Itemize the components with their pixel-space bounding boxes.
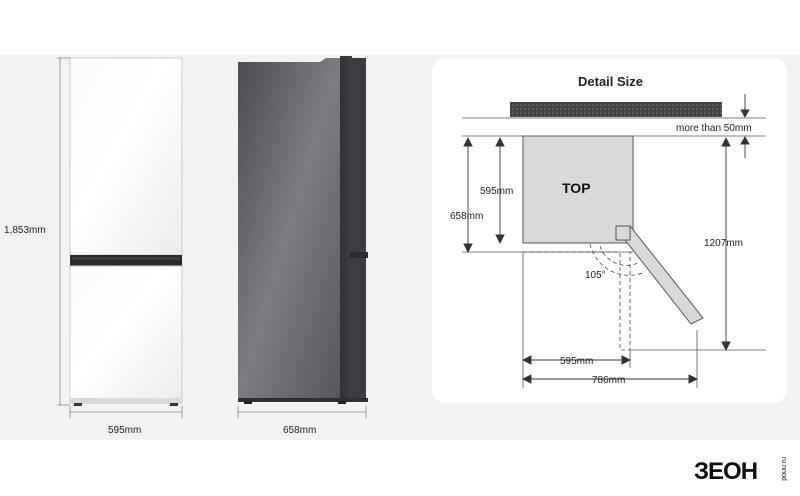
front-width-label: 595mm — [108, 425, 141, 436]
width-dimension — [521, 355, 632, 365]
middle-handle-strip — [70, 255, 182, 266]
depth-with-door-dimension — [463, 136, 473, 254]
logo-subtext: ru.nnod — [780, 457, 787, 481]
wall-hatch — [510, 102, 722, 117]
width-label: 595mm — [560, 356, 593, 367]
front-view-fridge — [69, 57, 183, 406]
door-open-depth-label: 1207mm — [704, 238, 743, 249]
front-base — [70, 398, 182, 404]
side-depth-label: 658mm — [283, 425, 316, 436]
door-open-depth-dimension — [721, 136, 731, 352]
opened-door — [615, 225, 704, 325]
zeon-logo: ЗЕОН ru.nnod — [694, 455, 790, 485]
front-width-dimension — [69, 406, 183, 418]
logo-text: ЗЕОН — [694, 458, 757, 485]
lower-door-side — [352, 257, 366, 400]
lower-door — [69, 265, 183, 403]
door-angle-label: 105° — [585, 270, 606, 281]
clearance-arrows — [740, 94, 750, 158]
side-body — [238, 58, 340, 400]
open-width-dimension — [521, 374, 699, 384]
open-width-label: 786mm — [592, 375, 625, 386]
front-height-dimension — [57, 57, 70, 406]
top-label: TOP — [562, 180, 591, 196]
detail-title: Detail Size — [578, 74, 643, 89]
upper-door-side — [352, 58, 366, 254]
upper-door — [69, 57, 183, 256]
door-swing-outline — [523, 243, 646, 351]
depth-label: 595mm — [480, 186, 513, 197]
depth-dimension — [495, 136, 505, 245]
depth-with-door-label: 658mm — [450, 211, 483, 222]
side-view-fridge — [238, 56, 368, 404]
top-view-fridge — [522, 135, 634, 244]
zeon-logo-mark: ЗЕОН ru.nnod — [694, 457, 787, 485]
side-depth-dimension — [237, 406, 367, 418]
front-height-label: 1,853mm — [4, 225, 46, 236]
clearance-label: more than 50mm — [676, 123, 752, 134]
